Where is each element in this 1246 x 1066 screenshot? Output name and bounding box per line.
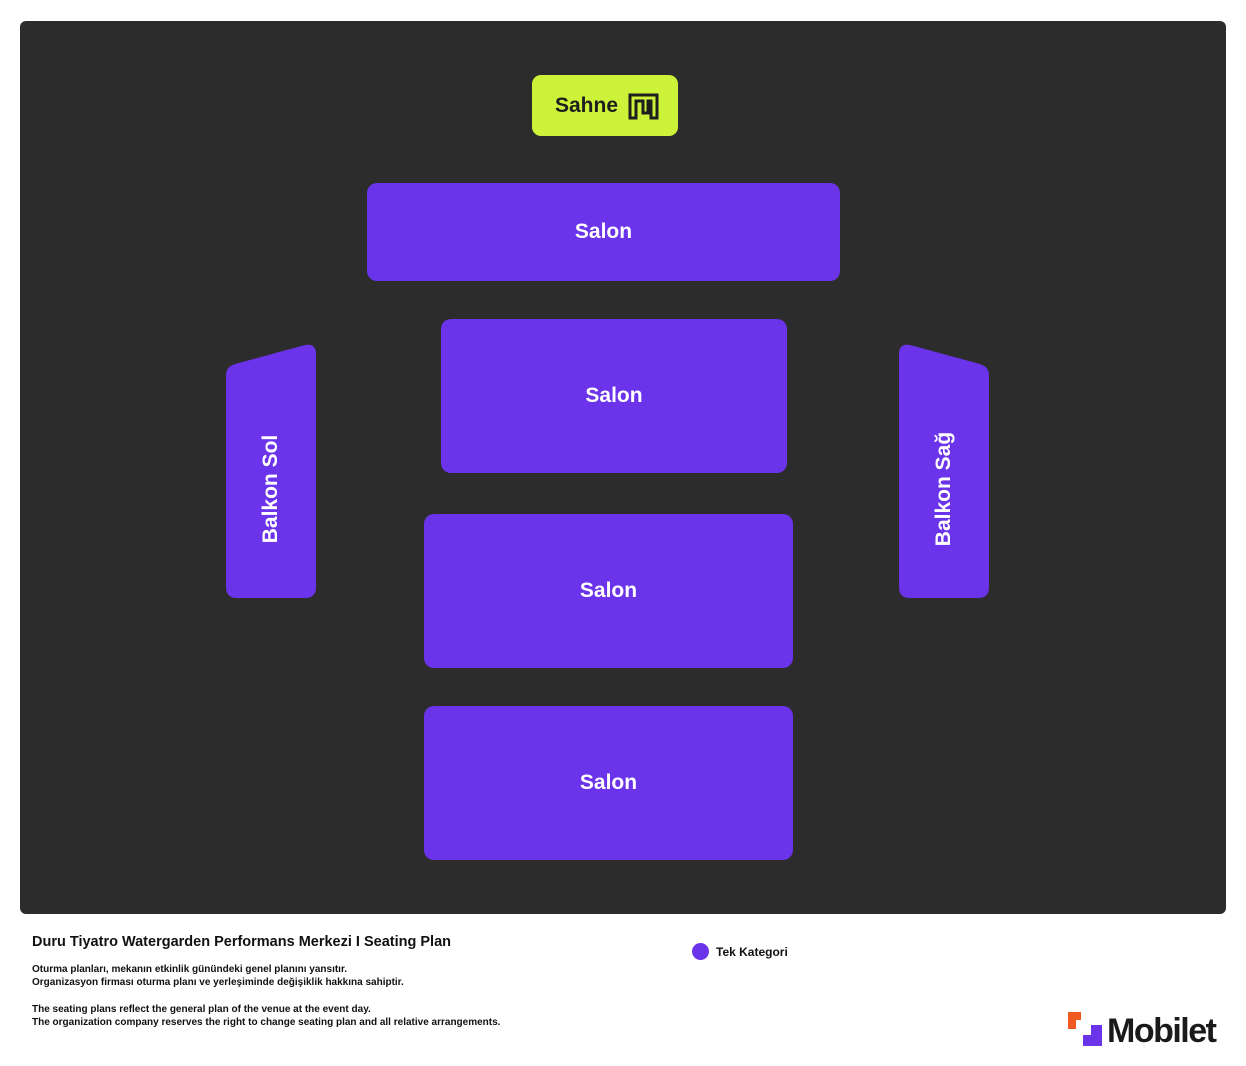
- stage-icon: [628, 91, 659, 120]
- section-label: Salon: [585, 384, 643, 407]
- stage: Sahne: [532, 75, 678, 136]
- mobilet-logo-icon: [1067, 1011, 1103, 1052]
- legend-label: Tek Kategori: [716, 944, 788, 959]
- section-label: Balkon Sol: [259, 434, 282, 544]
- brand-name: Mobilet: [1107, 1011, 1217, 1050]
- note-tr-1: Oturma planları, mekanın etkinlik gününd…: [32, 964, 348, 975]
- section-label: Salon: [579, 579, 638, 602]
- stage-label: Sahne: [554, 93, 619, 117]
- section-label: Salon: [574, 220, 633, 243]
- legend-swatch: [692, 943, 709, 960]
- section-salon-3[interactable]: Salon: [424, 514, 793, 668]
- note-en-2: The organization company reserves the ri…: [32, 1017, 501, 1028]
- brand-logo: Mobilet: [1067, 1011, 1217, 1052]
- disclaimer-notes: Oturma planları, mekanın etkinlik gününd…: [32, 963, 500, 1029]
- venue-title: Duru Tiyatro Watergarden Performans Merk…: [32, 934, 451, 950]
- note-tr-2: Organizasyon firması oturma planı ve yer…: [32, 977, 404, 988]
- section-balcony-left[interactable]: Balkon Sol: [225, 343, 317, 599]
- section-salon-1[interactable]: Salon: [367, 183, 840, 281]
- section-salon-4[interactable]: Salon: [424, 706, 793, 860]
- section-label: Balkon Sağ: [932, 431, 955, 547]
- section-label: Salon: [579, 771, 638, 794]
- section-balcony-right[interactable]: Balkon Sağ: [898, 343, 990, 599]
- legend: Tek Kategori: [692, 943, 788, 960]
- note-en-1: The seating plans reflect the general pl…: [32, 1004, 371, 1015]
- section-salon-2[interactable]: Salon: [441, 319, 787, 473]
